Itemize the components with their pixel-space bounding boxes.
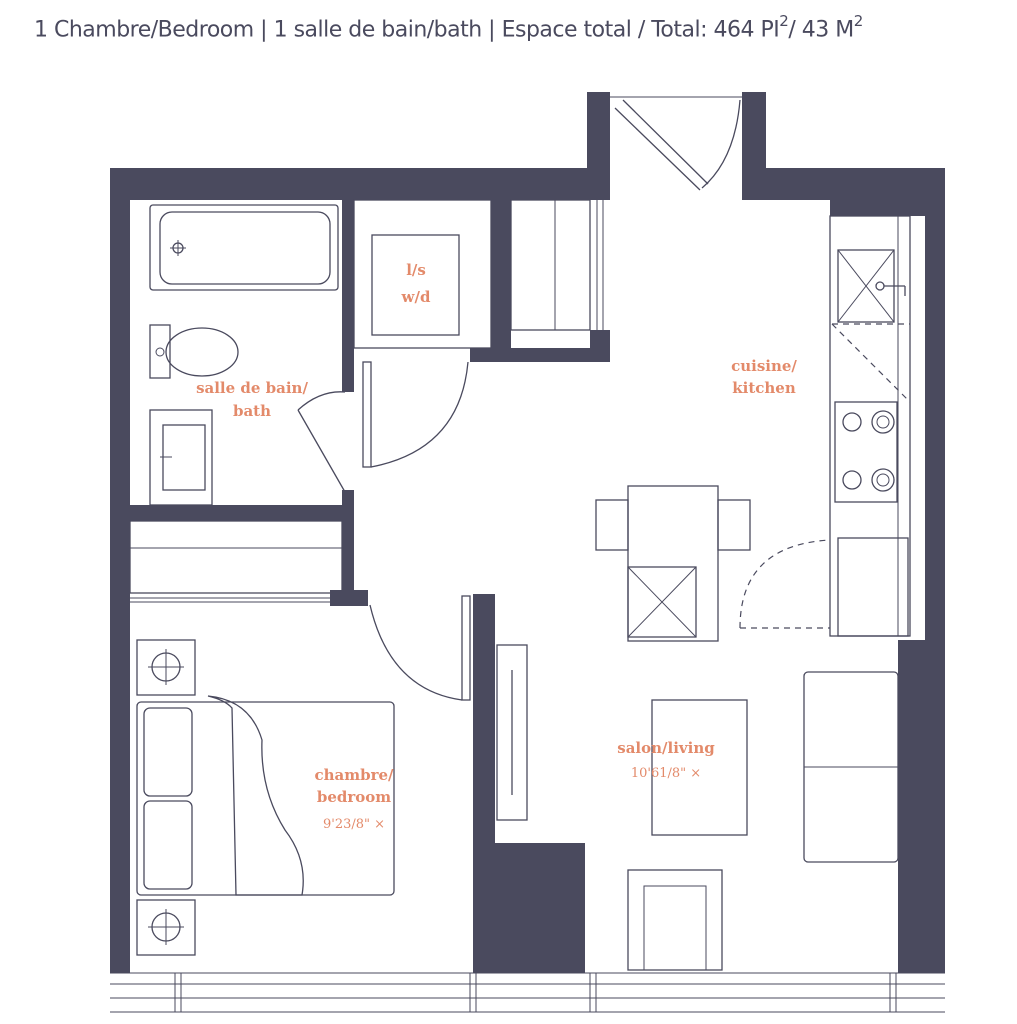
nightstand xyxy=(136,639,196,696)
burner-icon xyxy=(871,410,895,434)
living-dimensions: 10'61/8" × xyxy=(631,766,701,781)
laundry-area xyxy=(353,199,492,468)
wall-bath-bottom xyxy=(130,505,354,521)
bathroom-fixtures xyxy=(149,204,346,506)
bathtub xyxy=(149,204,339,291)
wall-kitchen-top xyxy=(830,200,925,216)
pillow xyxy=(143,800,193,890)
laundry-closet xyxy=(353,199,492,349)
dining-chair xyxy=(717,499,751,551)
tv-console xyxy=(496,644,528,821)
plan-title: 1 Chambre/Bedroom | 1 salle de bain/bath… xyxy=(34,12,1014,43)
wall-pantry-corner xyxy=(590,330,610,362)
refrigerator xyxy=(837,537,909,637)
wall-closet-stub xyxy=(330,590,368,606)
bedroom-dimensions: 9'23/8" × xyxy=(323,817,385,832)
pantry-closet xyxy=(510,199,591,331)
dining-set xyxy=(595,485,751,642)
wall-top-right xyxy=(742,168,945,200)
living-furniture xyxy=(369,595,899,971)
wall-right xyxy=(925,168,945,973)
room-labels: l/s w/d salle de bain/ bath cuisine/ kit… xyxy=(196,261,797,832)
washer-dryer xyxy=(371,234,460,336)
dining-chair xyxy=(595,499,629,551)
wall-laundry-right xyxy=(491,200,511,360)
wall-bath-right-upper xyxy=(342,200,354,392)
laundry-label-2: w/d xyxy=(401,288,431,306)
bedroom-door xyxy=(461,595,471,701)
entry-door xyxy=(610,96,742,191)
burner-icon xyxy=(842,470,862,490)
windows xyxy=(110,972,945,1013)
wall-top-left xyxy=(110,168,610,200)
wall-bedroom-right xyxy=(473,594,495,973)
bathroom-label-2: bath xyxy=(233,402,271,420)
bedroom-furniture xyxy=(129,520,395,956)
armchair-seat xyxy=(643,885,707,971)
folded-duvet xyxy=(207,695,304,896)
dining-table xyxy=(627,485,719,642)
laundry-door xyxy=(362,361,372,468)
living-label: salon/living xyxy=(617,739,715,757)
nightstand xyxy=(136,899,196,956)
metric-area: / 43 M xyxy=(788,17,854,43)
kitchen-fixtures xyxy=(739,215,911,637)
wall-living-right xyxy=(898,640,928,973)
burner-icon xyxy=(871,468,895,492)
sq-m-exponent: 2 xyxy=(853,12,864,30)
vanity xyxy=(149,409,213,506)
wall-entry-left xyxy=(587,92,610,200)
kitchen-label-2: kitchen xyxy=(732,379,796,397)
bedroom-closet xyxy=(129,520,343,594)
wall-column xyxy=(495,843,585,973)
cooktop-island xyxy=(627,566,697,638)
bathtub-inner xyxy=(159,211,331,285)
armchair xyxy=(627,869,723,971)
coffee-table xyxy=(651,699,748,836)
burner-icon xyxy=(842,412,862,432)
toilet-bowl xyxy=(165,327,239,377)
laundry-label: l/s xyxy=(406,261,426,279)
wall-left xyxy=(110,168,130,973)
sq-ft-exponent: 2 xyxy=(779,12,789,30)
unit-summary: 1 Chambre/Bedroom | 1 salle de bain/bath… xyxy=(34,17,780,43)
pantry xyxy=(510,199,604,331)
pillow xyxy=(143,707,193,797)
bedroom-label: chambre/ xyxy=(314,766,394,784)
kitchen-label: cuisine/ xyxy=(731,357,797,375)
bedroom-label-2: bedroom xyxy=(317,788,391,806)
toilet-tank xyxy=(149,324,171,379)
walls xyxy=(110,92,945,973)
stove xyxy=(834,401,898,503)
faucet-icon xyxy=(875,281,885,291)
bathroom-label: salle de bain/ xyxy=(196,379,308,397)
